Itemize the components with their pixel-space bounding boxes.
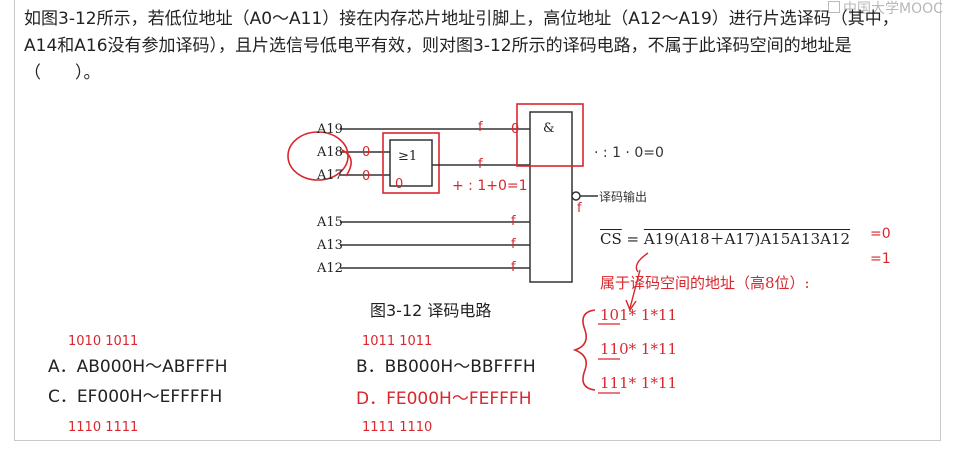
left-border — [14, 0, 15, 440]
label-a13: A13 — [316, 238, 343, 253]
svg-text:f: f — [478, 157, 483, 172]
label-a12: A12 — [316, 261, 343, 276]
svg-text:f: f — [577, 201, 582, 216]
svg-text:0: 0 — [511, 122, 519, 137]
and-gate-symbol: & — [543, 121, 555, 136]
option-b[interactable]: B．BB000H～BBFFFH — [356, 357, 536, 377]
address-row-2: 110* 1*11 — [600, 340, 678, 358]
or-gate-symbol: ≥1 — [398, 149, 417, 164]
option-d[interactable]: D．FE000H～FEFFFH — [356, 389, 532, 409]
hand-binary-d: 1111 1110 — [362, 420, 433, 435]
note-or-result: + : 1+0=1 — [452, 178, 528, 194]
option-c[interactable]: C．EF000H～EFFFFH — [48, 387, 223, 407]
note-eq1: =1 — [870, 251, 891, 267]
mooc-logo-icon — [828, 1, 840, 13]
question-text: 如图3-12所示，若低位地址（A0～A11）接在内存芯片地址引脚上，高位地址（A… — [24, 9, 899, 83]
decoder-output-label: 译码输出 — [599, 190, 648, 204]
bottom-border — [14, 440, 941, 441]
figure-caption: 图3-12 译码电路 — [370, 301, 492, 320]
address-row-3: 111* 1*11 — [600, 374, 678, 392]
svg-text:f: f — [511, 237, 516, 252]
cs-expression: CS = A19(A18＋A17)A15A13A12 — [600, 230, 851, 248]
label-a17: A17 — [316, 168, 343, 183]
svg-text:0: 0 — [362, 169, 370, 184]
svg-text:f: f — [511, 260, 516, 275]
output-bubble — [571, 191, 581, 201]
label-a18: A18 — [316, 145, 343, 160]
and-gate — [529, 111, 573, 283]
address-row-1: 101* 1*11 — [600, 306, 678, 324]
hand-binary-b: 1011 1011 — [362, 334, 433, 349]
svg-text:f: f — [478, 120, 483, 135]
hand-binary-a: 1010 1011 — [68, 334, 139, 349]
belongs-heading: 属于译码空间的地址（高8位）: — [600, 274, 810, 292]
mooc-watermark: 中国大学MOOC — [828, 0, 943, 18]
label-a19: A19 — [316, 122, 343, 137]
svg-text:f: f — [511, 214, 516, 229]
hand-binary-c: 1110 1111 — [68, 420, 139, 435]
label-a15: A15 — [316, 215, 343, 230]
option-a[interactable]: A．AB000H～ABFFFH — [48, 357, 228, 377]
svg-text:0: 0 — [395, 177, 403, 192]
or-gate — [389, 139, 433, 187]
note-and-result: · : 1 · 0=0 — [594, 145, 664, 161]
note-eq0: =0 — [870, 226, 891, 242]
right-border — [940, 0, 941, 440]
svg-text:0: 0 — [362, 145, 370, 160]
